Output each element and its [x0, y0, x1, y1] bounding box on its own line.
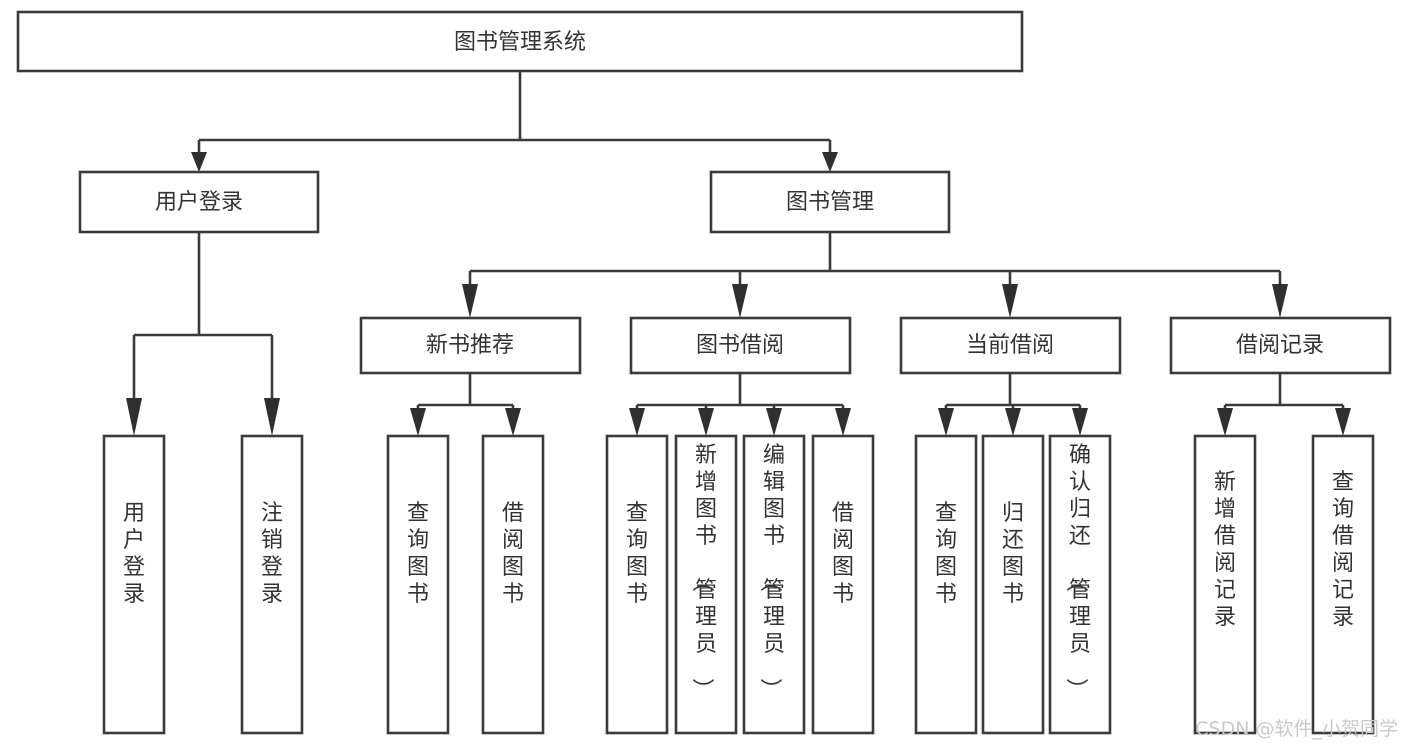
leaf-node-add-book[interactable]: 新增图书（管理员）: [674, 434, 738, 735]
node-book-borrow-label: 图书借阅: [696, 333, 784, 358]
arrow-icon-leaf-user-login: [126, 398, 142, 436]
watermark-text: CSDN @软件_小贺同学: [1195, 718, 1398, 740]
arrow-icon-new-book: [462, 284, 478, 318]
node-new-book-recommend-label: 新书推荐: [426, 333, 514, 358]
arrow-icon-leaf-return-book: [1005, 408, 1021, 436]
arrow-icon-current-borrow: [1002, 284, 1018, 318]
node-book-manage[interactable]: 图书管理: [709, 170, 951, 234]
arrow-icon-leaf-query-book-3: [938, 408, 954, 436]
arrow-icon-leaf-query-book-2: [629, 408, 645, 436]
node-user-login[interactable]: 用户登录: [78, 170, 320, 234]
node-book-borrow[interactable]: 图书借阅: [629, 316, 852, 375]
arrow-icon-book-borrow: [732, 284, 748, 318]
node-user-login-label: 用户登录: [155, 190, 243, 215]
leaf-node-edit-book[interactable]: 编辑图书（管理员）: [742, 434, 806, 735]
leaf-node-confirm-return[interactable]: 确认归还（管理员）: [1048, 434, 1112, 735]
arrow-icon-leaf-add-book: [698, 408, 714, 436]
leaf-node-confirm-return-label: 确认归还（管理员）: [1063, 443, 1091, 700]
node-root-label: 图书管理系统: [454, 30, 586, 55]
leaf-node-add-borrow-record[interactable]: 新增借阅记录: [1193, 434, 1257, 735]
leaf-node-return-book[interactable]: 归还图书: [981, 434, 1045, 735]
arrow-icon-user-login: [191, 152, 207, 172]
node-current-borrow[interactable]: 当前借阅: [899, 316, 1122, 375]
arrow-icon-leaf-borrow-book-2: [835, 408, 851, 436]
leaf-node-query-book-current-label: 查询图书: [935, 501, 957, 607]
node-borrow-record-label: 借阅记录: [1236, 333, 1324, 358]
arrow-icon-leaf-edit-book: [766, 408, 782, 436]
node-root[interactable]: 图书管理系统: [16, 10, 1024, 73]
connector-group: [126, 71, 1351, 436]
leaf-node-add-borrow-record-label: 新增借阅记录: [1214, 470, 1236, 630]
leaf-node-borrow-book-label: 借阅图书: [832, 501, 854, 607]
leaf-node-query-borrow-record[interactable]: 查询借阅记录: [1311, 434, 1375, 735]
node-new-book-recommend[interactable]: 新书推荐: [359, 316, 582, 375]
node-current-borrow-label: 当前借阅: [966, 333, 1054, 358]
leaf-node-query-borrow-record-label: 查询借阅记录: [1332, 470, 1354, 630]
leaf-node-query-book-borrow-label: 查询图书: [626, 501, 648, 607]
arrow-icon-leaf-logout: [264, 398, 280, 436]
node-book-manage-label: 图书管理: [786, 190, 874, 215]
node-borrow-record[interactable]: 借阅记录: [1169, 316, 1392, 375]
leaf-node-query-book-recommend-label: 查询图书: [407, 501, 429, 607]
leaf-node-logout-label: 注销登录: [261, 501, 283, 607]
leaf-node-borrow-book[interactable]: 借阅图书: [811, 434, 875, 735]
arrow-icon-book-manage: [822, 152, 838, 172]
leaf-node-query-book-recommend[interactable]: 查询图书: [386, 434, 450, 735]
arrow-icon-leaf-add-record: [1217, 408, 1233, 436]
leaf-node-query-book-borrow[interactable]: 查询图书: [605, 434, 669, 735]
arrow-icon-leaf-query-book-1: [410, 408, 426, 436]
leaf-node-logout[interactable]: 注销登录: [240, 434, 304, 735]
leaf-node-user-login[interactable]: 用户登录: [102, 434, 166, 735]
arrow-icon-leaf-borrow-book-1: [505, 408, 521, 436]
leaf-node-borrow-book-recommend-label: 借阅图书: [502, 501, 524, 607]
arrow-icon-leaf-confirm-return: [1072, 408, 1088, 436]
leaf-node-edit-book-label: 编辑图书（管理员）: [757, 443, 785, 700]
leaf-node-query-book-current[interactable]: 查询图书: [914, 434, 978, 735]
arrow-icon-borrow-record: [1272, 284, 1288, 318]
leaf-node-borrow-book-recommend[interactable]: 借阅图书: [481, 434, 545, 735]
leaf-node-return-book-label: 归还图书: [1002, 501, 1024, 607]
arrow-icon-leaf-query-record: [1335, 408, 1351, 436]
leaf-node-add-book-label: 新增图书（管理员）: [689, 443, 717, 700]
leaf-node-user-login-label: 用户登录: [123, 501, 145, 607]
